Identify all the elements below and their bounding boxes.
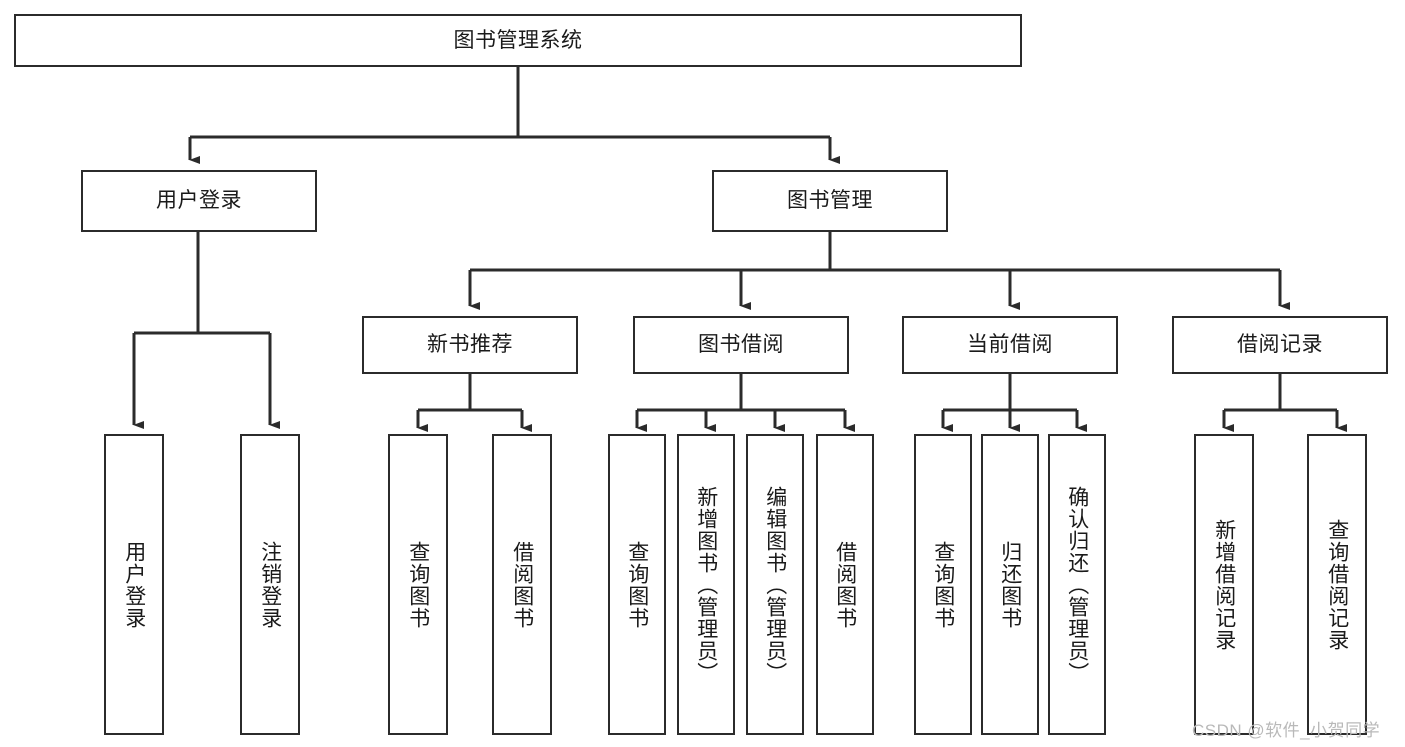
leaf-borrow-borrow-book[interactable]: 借阅图书 [816,434,874,735]
leaf-current-query-book[interactable]: 查询图书 [914,434,972,735]
leaf-user-login-label: 用户登录 [122,540,146,629]
leaf-records-query-record[interactable]: 查询借阅记录 [1307,434,1367,735]
leaf-newbooks-query-book-label: 查询图书 [406,540,430,629]
leaf-current-return-book-label: 归还图书 [998,540,1022,629]
leaf-logout[interactable]: 注销登录 [240,434,300,735]
node-book-borrow-label: 图书借阅 [698,333,784,357]
node-root-system-label: 图书管理系统 [453,28,583,52]
leaf-borrow-query-book-label: 查询图书 [625,540,649,629]
node-current-borrow-label: 当前借阅 [967,333,1053,357]
leaf-borrow-add-book-admin-label: 新增图书（管理员） [694,485,718,684]
leaf-current-confirm-return-admin-label: 确认归还（管理员） [1065,485,1089,684]
leaf-newbooks-query-book[interactable]: 查询图书 [388,434,448,735]
leaf-current-query-book-label: 查询图书 [931,540,955,629]
node-new-book-recommend[interactable]: 新书推荐 [362,316,578,374]
leaf-records-query-record-label: 查询借阅记录 [1325,518,1349,651]
node-user-login-label: 用户登录 [156,189,242,213]
node-root-system[interactable]: 图书管理系统 [14,14,1022,67]
node-user-login[interactable]: 用户登录 [81,170,317,232]
leaf-current-confirm-return-admin[interactable]: 确认归还（管理员） [1048,434,1106,735]
leaf-logout-label: 注销登录 [258,540,282,629]
node-new-book-recommend-label: 新书推荐 [427,333,513,357]
leaf-current-return-book[interactable]: 归还图书 [981,434,1039,735]
node-book-management-label: 图书管理 [787,189,873,213]
node-book-management[interactable]: 图书管理 [712,170,948,232]
leaf-borrow-edit-book-admin[interactable]: 编辑图书（管理员） [746,434,804,735]
node-book-borrow[interactable]: 图书借阅 [633,316,849,374]
node-borrow-records-label: 借阅记录 [1237,333,1323,357]
node-borrow-records[interactable]: 借阅记录 [1172,316,1388,374]
node-current-borrow[interactable]: 当前借阅 [902,316,1118,374]
leaf-newbooks-borrow-book-label: 借阅图书 [510,540,534,629]
leaf-borrow-query-book[interactable]: 查询图书 [608,434,666,735]
leaf-records-add-record[interactable]: 新增借阅记录 [1194,434,1254,735]
leaf-user-login[interactable]: 用户登录 [104,434,164,735]
leaf-borrow-borrow-book-label: 借阅图书 [833,540,857,629]
leaf-records-add-record-label: 新增借阅记录 [1212,518,1236,651]
leaf-borrow-add-book-admin[interactable]: 新增图书（管理员） [677,434,735,735]
leaf-borrow-edit-book-admin-label: 编辑图书（管理员） [763,485,787,684]
leaf-newbooks-borrow-book[interactable]: 借阅图书 [492,434,552,735]
